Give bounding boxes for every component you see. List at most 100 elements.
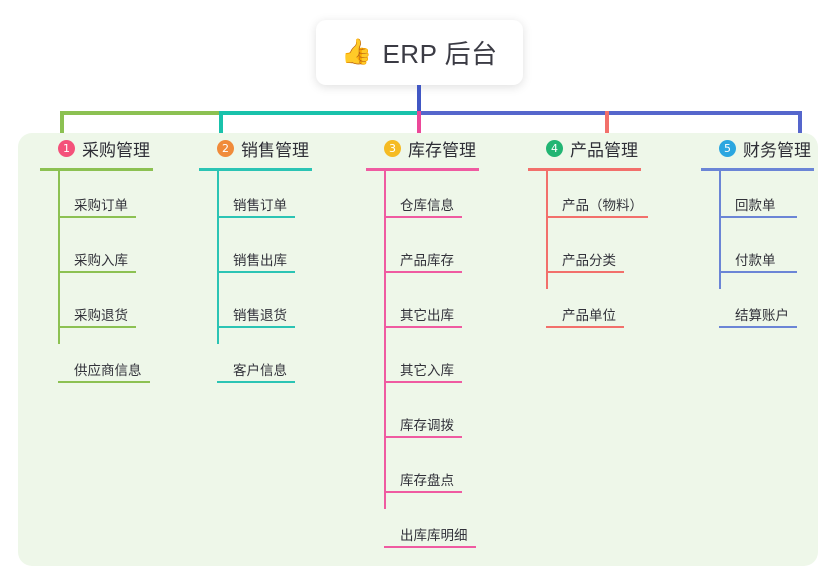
blue-segment [419,111,802,115]
branch-header-product[interactable]: 4 产品管理 [528,133,641,163]
branch-title: 产品管理 [570,140,638,160]
branch-item[interactable]: 出库库明细 [366,501,479,556]
branch-spine [384,171,386,509]
branch-item[interactable]: 客户信息 [199,336,312,391]
branch-column-purchase: 1 采购管理采购订单采购入库采购退货供应商信息 [40,133,153,391]
branch-item-underline [217,271,295,273]
branch-item-underline [58,381,150,383]
branch-header-purchase[interactable]: 1 采购管理 [40,133,153,163]
branch-number-badge: 3 [384,139,401,157]
branch-item-label: 出库库明细 [400,528,468,543]
branch-item[interactable]: 产品（物料） [528,171,648,226]
branch-item-label: 产品单位 [562,308,616,323]
branch-item-underline [217,326,295,328]
branch-item-underline [719,326,797,328]
branch-item-label: 供应商信息 [74,363,142,378]
branch-number-badge: 4 [546,139,563,157]
branch-number-badge: 1 [58,139,75,157]
branch-spine [58,171,60,344]
branch-title: 采购管理 [82,140,150,160]
branch-item-label: 仓库信息 [400,198,454,213]
branch-item-underline [58,271,136,273]
branch-item-label: 产品（物料） [562,198,643,213]
branch-items-sales: 销售订单销售出库销售退货客户信息 [199,171,312,391]
drop-sales [219,111,223,146]
branch-header-inventory[interactable]: 3 库存管理 [366,133,479,163]
branch-item-underline [384,491,462,493]
branch-item-label: 结算账户 [735,308,789,323]
branch-item[interactable]: 库存调拨 [366,391,479,446]
branch-header-finance[interactable]: 5 财务管理 [701,133,814,163]
branch-item-label: 销售退货 [233,308,287,323]
branch-title: 库存管理 [408,140,476,160]
branch-column-finance: 5 财务管理回款单付款单结算账户 [701,133,814,336]
branch-item-underline [546,326,624,328]
branch-item-underline [384,216,462,218]
branch-item[interactable]: 回款单 [701,171,814,226]
branch-underline [528,168,641,171]
branch-item[interactable]: 采购订单 [40,171,153,226]
branch-item-underline [384,546,476,548]
branch-title: 销售管理 [241,140,309,160]
branch-item-underline [546,216,648,218]
branch-item-underline [719,216,797,218]
branch-item[interactable]: 销售订单 [199,171,312,226]
branch-title: 财务管理 [743,140,811,160]
branch-underline [701,168,814,171]
branch-item-label: 客户信息 [233,363,287,378]
branch-item-underline [58,326,136,328]
branch-item[interactable]: 其它出库 [366,281,479,336]
branch-item-underline [384,436,462,438]
branch-number-badge: 2 [217,139,234,157]
branch-item[interactable]: 仓库信息 [366,171,479,226]
branch-item-label: 库存盘点 [400,473,454,488]
branch-item-underline [58,216,136,218]
drop-product [605,111,609,146]
branch-spine [546,171,548,289]
page-title: ERP 后台 [382,39,498,69]
branch-spine [217,171,219,344]
branch-item-label: 销售出库 [233,253,287,268]
branch-item-underline [546,271,624,273]
branch-items-product: 产品（物料） 产品分类产品单位 [528,171,648,336]
branch-items-finance: 回款单付款单结算账户 [701,171,814,336]
branch-item[interactable]: 销售退货 [199,281,312,336]
branch-item-label: 产品分类 [562,253,616,268]
branch-item[interactable]: 结算账户 [701,281,814,336]
drop-finance [798,111,802,146]
branch-item-label: 其它出库 [400,308,454,323]
branch-item-label: 其它入库 [400,363,454,378]
branch-item[interactable]: 采购入库 [40,226,153,281]
branch-item-label: 付款单 [735,253,776,268]
thumbs-up-icon: 👍 [341,38,373,66]
drop-purchase [60,111,64,146]
branch-item[interactable]: 产品单位 [528,281,641,336]
branch-item-label: 采购入库 [74,253,128,268]
branch-header-sales[interactable]: 2 销售管理 [199,133,312,163]
branch-item[interactable]: 产品库存 [366,226,479,281]
branch-item[interactable]: 付款单 [701,226,814,281]
branch-item[interactable]: 销售出库 [199,226,312,281]
branch-number-badge: 5 [719,139,736,157]
branch-item-label: 产品库存 [400,253,454,268]
branch-items-purchase: 采购订单采购入库采购退货供应商信息 [40,171,153,391]
branch-item-underline [217,381,295,383]
branch-item[interactable]: 其它入库 [366,336,479,391]
branch-item[interactable]: 库存盘点 [366,446,479,501]
branch-items-inventory: 仓库信息产品库存其它出库其它入库库存调拨库存盘点出库库明细 [366,171,479,556]
branch-underline [40,168,153,171]
branch-item-underline [384,381,462,383]
branch-item-underline [384,271,462,273]
branch-item[interactable]: 产品分类 [528,226,641,281]
root-node-title-card[interactable]: 👍 ERP 后台 [316,20,523,85]
branch-item-label: 采购退货 [74,308,128,323]
branch-item-label: 回款单 [735,198,776,213]
branch-spine [719,171,721,289]
branch-underline [366,168,479,171]
branch-item[interactable]: 采购退货 [40,281,153,336]
root-stem-connector [417,85,421,113]
branch-column-inventory: 3 库存管理仓库信息产品库存其它出库其它入库库存调拨库存盘点出库库明细 [366,133,479,556]
green-segment [60,111,223,115]
branch-item[interactable]: 供应商信息 [40,336,153,391]
